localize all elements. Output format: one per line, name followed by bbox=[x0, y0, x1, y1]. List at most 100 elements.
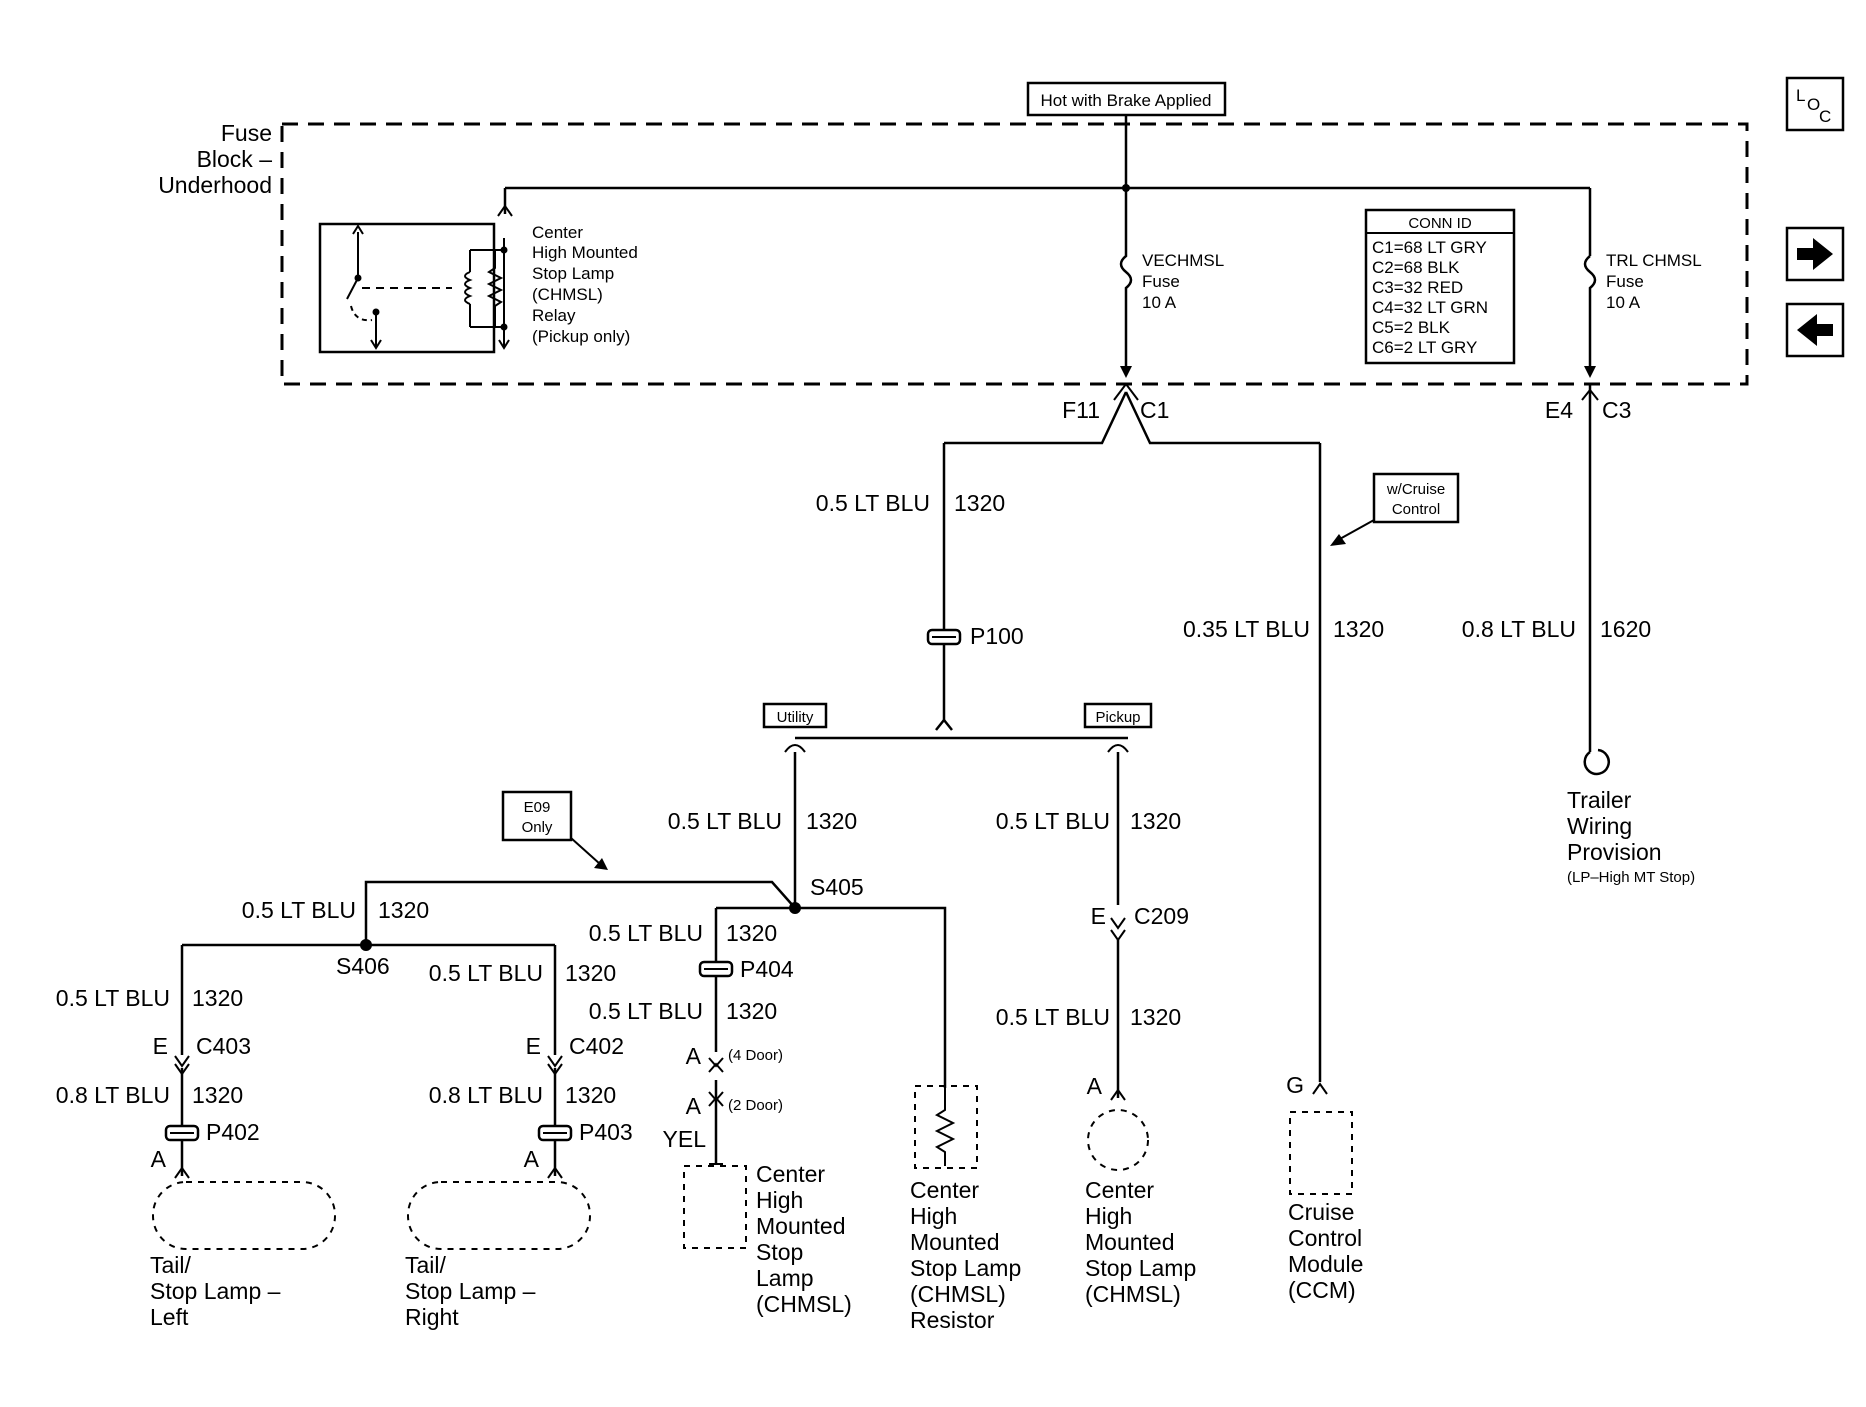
conn-id-row: C6=2 LT GRY bbox=[1372, 338, 1477, 357]
p404-connector bbox=[698, 960, 734, 978]
svg-text:E09: E09 bbox=[524, 799, 551, 816]
trl-fuse-label: TRL CHMSL Fuse 10 A bbox=[1606, 251, 1702, 312]
chmsl-resistor-label: Center High Mounted Stop Lamp (CHMSL) Re… bbox=[910, 1177, 1021, 1333]
svg-text:(LP–High MT Stop): (LP–High MT Stop) bbox=[1567, 869, 1695, 886]
svg-text:Mounted: Mounted bbox=[1085, 1229, 1175, 1255]
svg-text:Right: Right bbox=[405, 1304, 459, 1330]
svg-text:High: High bbox=[756, 1187, 803, 1213]
svg-text:Block –: Block – bbox=[197, 146, 273, 172]
c3-label: C3 bbox=[1602, 397, 1631, 423]
svg-text:Tail/: Tail/ bbox=[150, 1252, 192, 1278]
prev-page-button[interactable] bbox=[1785, 302, 1845, 358]
pickup-option-box: Pickup bbox=[1083, 702, 1153, 729]
svg-text:C402: C402 bbox=[569, 1033, 624, 1059]
svg-text:1320: 1320 bbox=[565, 960, 616, 986]
door-connectors bbox=[708, 1057, 724, 1107]
svg-text:P403: P403 bbox=[579, 1119, 633, 1145]
next-page-button[interactable] bbox=[1785, 226, 1845, 282]
svg-text:Center: Center bbox=[1085, 1177, 1154, 1203]
svg-text:Trailer: Trailer bbox=[1567, 787, 1632, 813]
svg-text:1320: 1320 bbox=[806, 808, 857, 834]
fuse-block-border bbox=[280, 122, 1749, 386]
e4-label: E4 bbox=[1545, 397, 1573, 423]
p402-connector bbox=[164, 1124, 200, 1142]
svg-text:Stop Lamp: Stop Lamp bbox=[1085, 1255, 1196, 1281]
svg-text:P404: P404 bbox=[740, 956, 794, 982]
hot-with-brake-text: Hot with Brake Applied bbox=[1040, 91, 1211, 110]
svg-text:P402: P402 bbox=[206, 1119, 260, 1145]
svg-text:0.5 LT BLU: 0.5 LT BLU bbox=[816, 490, 930, 516]
p100-connector bbox=[926, 628, 962, 646]
c403-connector bbox=[174, 1055, 190, 1076]
trl-arrow bbox=[1584, 366, 1596, 378]
power-bus bbox=[503, 115, 1592, 256]
arrow-left-icon bbox=[1797, 314, 1833, 346]
svg-text:0.5 LT BLU: 0.5 LT BLU bbox=[996, 808, 1110, 834]
svg-text:Lamp: Lamp bbox=[756, 1265, 814, 1291]
trailer-label: Trailer Wiring Provision (LP–High MT Sto… bbox=[1567, 787, 1695, 886]
conn-id-row: C5=2 BLK bbox=[1372, 318, 1451, 337]
chmsl-b-pin-a: A bbox=[1087, 1073, 1103, 1099]
tail-right-label: Tail/ Stop Lamp – Right bbox=[405, 1252, 536, 1330]
svg-text:0.5 LT BLU: 0.5 LT BLU bbox=[242, 897, 356, 923]
conn-id-row: C3=32 RED bbox=[1372, 278, 1463, 297]
resistor-symbol bbox=[934, 1088, 956, 1166]
conn-id-row: C2=68 BLK bbox=[1372, 258, 1460, 277]
svg-text:High Mounted: High Mounted bbox=[532, 243, 638, 262]
svg-text:1320: 1320 bbox=[954, 490, 1005, 516]
chmsl-utility-label: Center High Mounted Stop Lamp (CHMSL) bbox=[756, 1161, 852, 1317]
svg-text:Control: Control bbox=[1392, 501, 1440, 518]
c209-connector bbox=[1110, 917, 1126, 942]
svg-text:0.5 LT BLU: 0.5 LT BLU bbox=[429, 960, 543, 986]
svg-text:Fuse: Fuse bbox=[1142, 272, 1180, 291]
wire-s405-bus bbox=[716, 906, 947, 1088]
svg-text:0.8 LT BLU: 0.8 LT BLU bbox=[429, 1082, 543, 1108]
trailer-termination bbox=[1583, 748, 1610, 776]
chmsl-lamp-utility bbox=[683, 1165, 747, 1249]
svg-text:Module: Module bbox=[1288, 1251, 1363, 1277]
svg-text:A: A bbox=[686, 1093, 702, 1119]
svg-text:Stop Lamp –: Stop Lamp – bbox=[405, 1278, 536, 1304]
svg-text:Fuse: Fuse bbox=[1606, 272, 1644, 291]
svg-text:0.8 LT BLU: 0.8 LT BLU bbox=[56, 1082, 170, 1108]
svg-text:Left: Left bbox=[150, 1304, 189, 1330]
svg-text:1620: 1620 bbox=[1600, 616, 1651, 642]
svg-text:E: E bbox=[526, 1033, 541, 1059]
loc-button[interactable]: L O C bbox=[1785, 76, 1845, 132]
svg-text:A: A bbox=[524, 1146, 540, 1172]
cruise-control-module bbox=[1289, 1111, 1353, 1195]
svg-text:Center: Center bbox=[532, 223, 583, 242]
svg-text:YEL: YEL bbox=[663, 1126, 707, 1152]
pickup-chevron bbox=[1107, 744, 1129, 753]
vechmsl-fuse-symbol bbox=[1119, 188, 1133, 374]
svg-text:1320: 1320 bbox=[192, 985, 243, 1011]
svg-text:w/Cruise: w/Cruise bbox=[1386, 481, 1445, 498]
chmsl-lamp-pickup bbox=[1087, 1109, 1149, 1171]
svg-text:Mounted: Mounted bbox=[910, 1229, 1000, 1255]
cruise-pointer bbox=[1337, 519, 1375, 541]
svg-text:High: High bbox=[910, 1203, 957, 1229]
conn-id-row: C4=32 LT GRN bbox=[1372, 298, 1488, 317]
svg-text:1320: 1320 bbox=[378, 897, 429, 923]
svg-text:Tail/: Tail/ bbox=[405, 1252, 447, 1278]
svg-text:Fuse: Fuse bbox=[221, 120, 272, 146]
svg-text:0.5 LT BLU: 0.5 LT BLU bbox=[589, 998, 703, 1024]
svg-text:Wiring: Wiring bbox=[1567, 813, 1632, 839]
svg-text:0.5 LT BLU: 0.5 LT BLU bbox=[996, 1004, 1110, 1030]
svg-text:1320: 1320 bbox=[726, 998, 777, 1024]
svg-text:C: C bbox=[1819, 107, 1831, 126]
svg-text:Only: Only bbox=[522, 819, 553, 836]
s406-label: S406 bbox=[336, 953, 390, 979]
svg-text:(CCM): (CCM) bbox=[1288, 1277, 1356, 1303]
svg-text:10 A: 10 A bbox=[1142, 293, 1177, 312]
svg-text:1320: 1320 bbox=[1333, 616, 1384, 642]
svg-text:Control: Control bbox=[1288, 1225, 1362, 1251]
s405-label: S405 bbox=[810, 874, 864, 900]
conn-id-title: CONN ID bbox=[1408, 215, 1472, 232]
svg-text:Stop Lamp: Stop Lamp bbox=[532, 264, 614, 283]
svg-text:(Pickup only): (Pickup only) bbox=[532, 327, 630, 346]
svg-text:Relay: Relay bbox=[532, 306, 576, 325]
svg-text:Underhood: Underhood bbox=[158, 172, 272, 198]
utility-chevron bbox=[784, 744, 806, 753]
svg-text:VECHMSL: VECHMSL bbox=[1142, 251, 1224, 270]
